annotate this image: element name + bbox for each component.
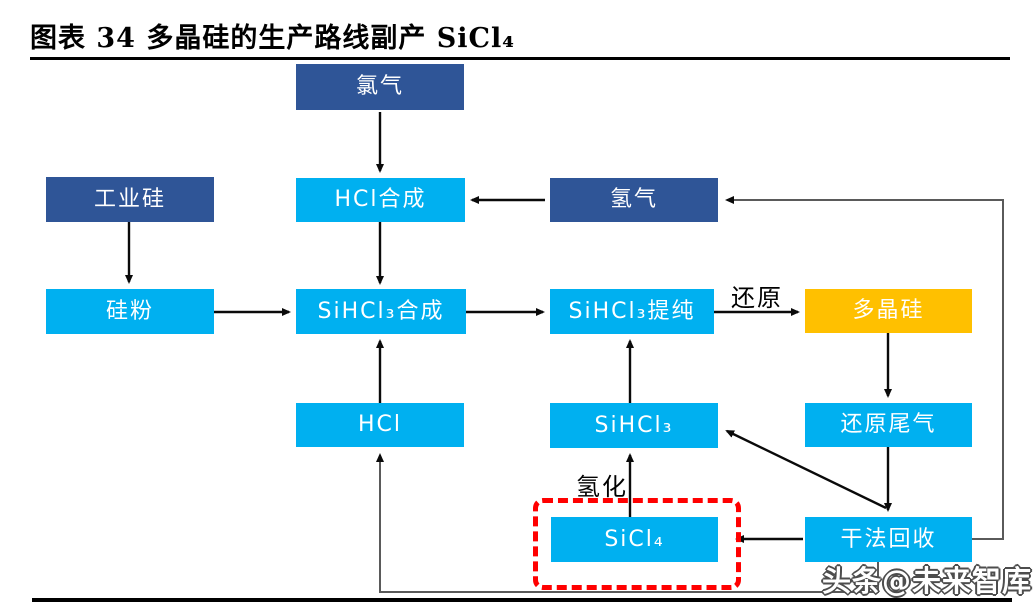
- node-industrial-silicon-label: 工业硅: [93, 186, 166, 212]
- node-sicl4: SiCl₄: [551, 517, 718, 562]
- bottom-rule: [32, 598, 1012, 602]
- loop-dry-recovery-to-hydrogen: [725, 196, 1004, 540]
- node-sicl4-label: SiCl₄: [604, 526, 665, 552]
- node-reduction-tail-gas: 还原尾气: [805, 403, 972, 447]
- node-hcl-synthesis-label: HCl合成: [334, 187, 427, 212]
- title-underline: [30, 57, 1010, 60]
- node-hydrogen-label: 氢气: [609, 187, 658, 212]
- arrow-dry-recovery-to-sihcl3: [725, 429, 887, 510]
- loop-dry-recovery-to-hcl: [376, 453, 879, 593]
- node-industrial-silicon: 工业硅: [46, 177, 214, 222]
- node-sihcl3-purification-label: SiHCl₃提纯: [568, 298, 696, 324]
- sicl4-highlight-dashed-box: [533, 498, 741, 590]
- node-reduction-tail-gas-label: 还原尾气: [840, 412, 937, 437]
- edge-label-hydrogenation: 氢化: [576, 473, 628, 501]
- edge-label-reduction: 还原: [731, 284, 783, 312]
- node-hcl: HCl: [296, 403, 464, 447]
- node-sihcl3-label: SiHCl₃: [594, 412, 674, 438]
- node-chlorine: 氯气: [296, 64, 464, 110]
- node-polysilicon: 多晶硅: [805, 289, 972, 333]
- node-hydrogen: 氢气: [550, 178, 718, 222]
- node-dry-recovery-label: 干法回收: [840, 526, 937, 552]
- node-sihcl3-synthesis-label: SiHCl₃合成: [317, 298, 445, 324]
- watermark: 头条@未来智库: [822, 564, 1033, 598]
- node-silicon-powder: 硅粉: [46, 289, 214, 334]
- node-sihcl3-purification: SiHCl₃提纯: [550, 289, 714, 334]
- node-polysilicon-label: 多晶硅: [852, 298, 925, 323]
- node-hcl-label: HCl: [357, 412, 403, 437]
- node-silicon-powder-label: 硅粉: [105, 298, 154, 324]
- node-sihcl3-synthesis: SiHCl₃合成: [296, 289, 466, 334]
- node-dry-recovery: 干法回收: [805, 517, 972, 562]
- node-sihcl3: SiHCl₃: [550, 403, 718, 448]
- figure-title: 图表 34 多晶硅的生产路线副产 SiCl₄: [30, 23, 516, 54]
- node-hcl-synthesis: HCl合成: [296, 178, 465, 222]
- node-chlorine-label: 氯气: [355, 74, 404, 99]
